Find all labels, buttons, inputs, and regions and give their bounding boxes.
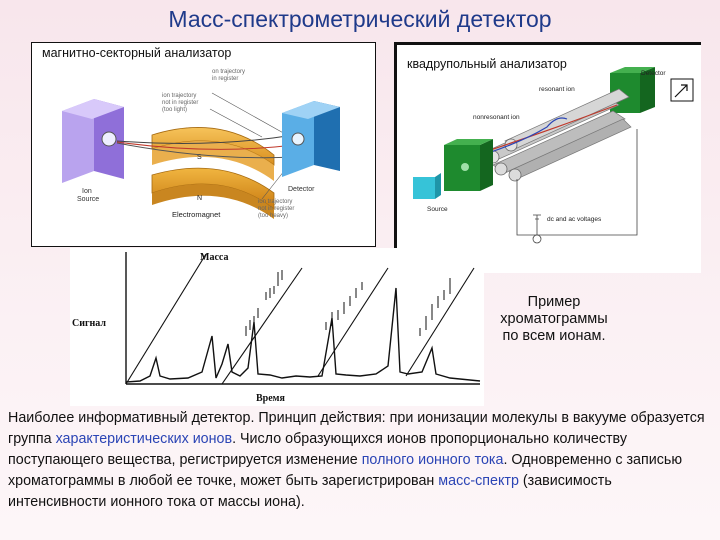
nonresonant-ion-label: nonresonant ion <box>473 114 520 121</box>
electromagnet-label: Electromagnet <box>172 210 221 219</box>
quad-source-block <box>413 139 493 199</box>
quadrupole-panel: квадрупольный анализатор Detector resona… <box>394 42 701 273</box>
too-light-3: (too light) <box>162 107 187 113</box>
quadrupole-rods <box>486 88 632 182</box>
chromatogram-panel: Масса Сигнал Время <box>70 248 484 406</box>
too-heavy-2: not in register <box>258 206 294 212</box>
too-heavy-1: ion trajectory <box>258 199 292 205</box>
total-ion-current-term: полного ионного тока <box>361 452 504 468</box>
detector-label: Detector <box>288 186 315 193</box>
voltage-circuit <box>516 129 638 244</box>
detector-block <box>282 101 340 177</box>
signal-axis-label: Сигнал <box>72 318 106 329</box>
ion-beams <box>116 92 295 200</box>
pole-s: S <box>197 154 202 161</box>
mass-spectrum-sticks <box>245 270 451 336</box>
description-paragraph: Наиболее информативный детектор. Принцип… <box>8 408 712 513</box>
paragraph-text-2: . Число образующихся ионов пропорциональ… <box>8 431 627 468</box>
on-trajectory-1: on trajectory <box>212 69 245 75</box>
ion-source-label-2: Source <box>77 196 99 203</box>
magnetic-sector-label: магнитно-секторный анализатор <box>42 46 232 60</box>
magnetic-sector-panel: магнитно-секторный анализатор Ion Source… <box>31 42 376 247</box>
too-light-2: not in register <box>162 100 198 106</box>
quadrupole-label: квадрупольный анализатор <box>407 57 567 71</box>
paragraph-text-4: (зависимость интенсивности ионного тока … <box>8 473 612 510</box>
magnetic-sector-diagram: Ion Source S N Electromagnet Detector <box>62 69 340 219</box>
paragraph-text-3: . Одновременно с записью хроматограммы в… <box>8 452 683 489</box>
quad-detector-label: Detector <box>641 70 666 77</box>
page-title: Масс-спектрометрический детектор <box>168 6 552 32</box>
tic-trace <box>125 287 481 383</box>
ion-source-label-1: Ion <box>82 188 92 195</box>
ion-source-block <box>62 99 124 183</box>
voltages-label: dc and ac voltages <box>547 216 602 223</box>
characteristic-ions-term: характеристических ионов <box>55 431 233 447</box>
quadrupole-diagram: Detector resonant ion nonresonant ion <box>413 67 694 244</box>
time-axis-label: Время <box>256 393 285 404</box>
pole-n: N <box>197 195 202 202</box>
chromatogram-caption: Пример хроматограммы по всем ионам. <box>500 294 608 344</box>
mass-spectrum-term: масс-спектр <box>438 473 519 489</box>
too-light-1: ion trajectory <box>162 93 196 99</box>
electromagnet <box>151 127 275 219</box>
chromatogram-figure: Масса Сигнал Время <box>72 252 481 404</box>
mass-spectrum-axes <box>125 253 475 385</box>
too-heavy-3: (too heavy) <box>258 213 288 219</box>
quad-source-label: Source <box>427 206 448 213</box>
mass-axis-label: Масса <box>200 252 228 263</box>
resonant-ion-label: resonant ion <box>539 86 575 93</box>
on-trajectory-2: in register <box>212 76 238 82</box>
chromatogram-axes <box>125 252 480 385</box>
paragraph-text-1: Наиболее информативный детектор. Принцип… <box>8 410 705 447</box>
nonresonant-ion-path <box>468 117 568 160</box>
